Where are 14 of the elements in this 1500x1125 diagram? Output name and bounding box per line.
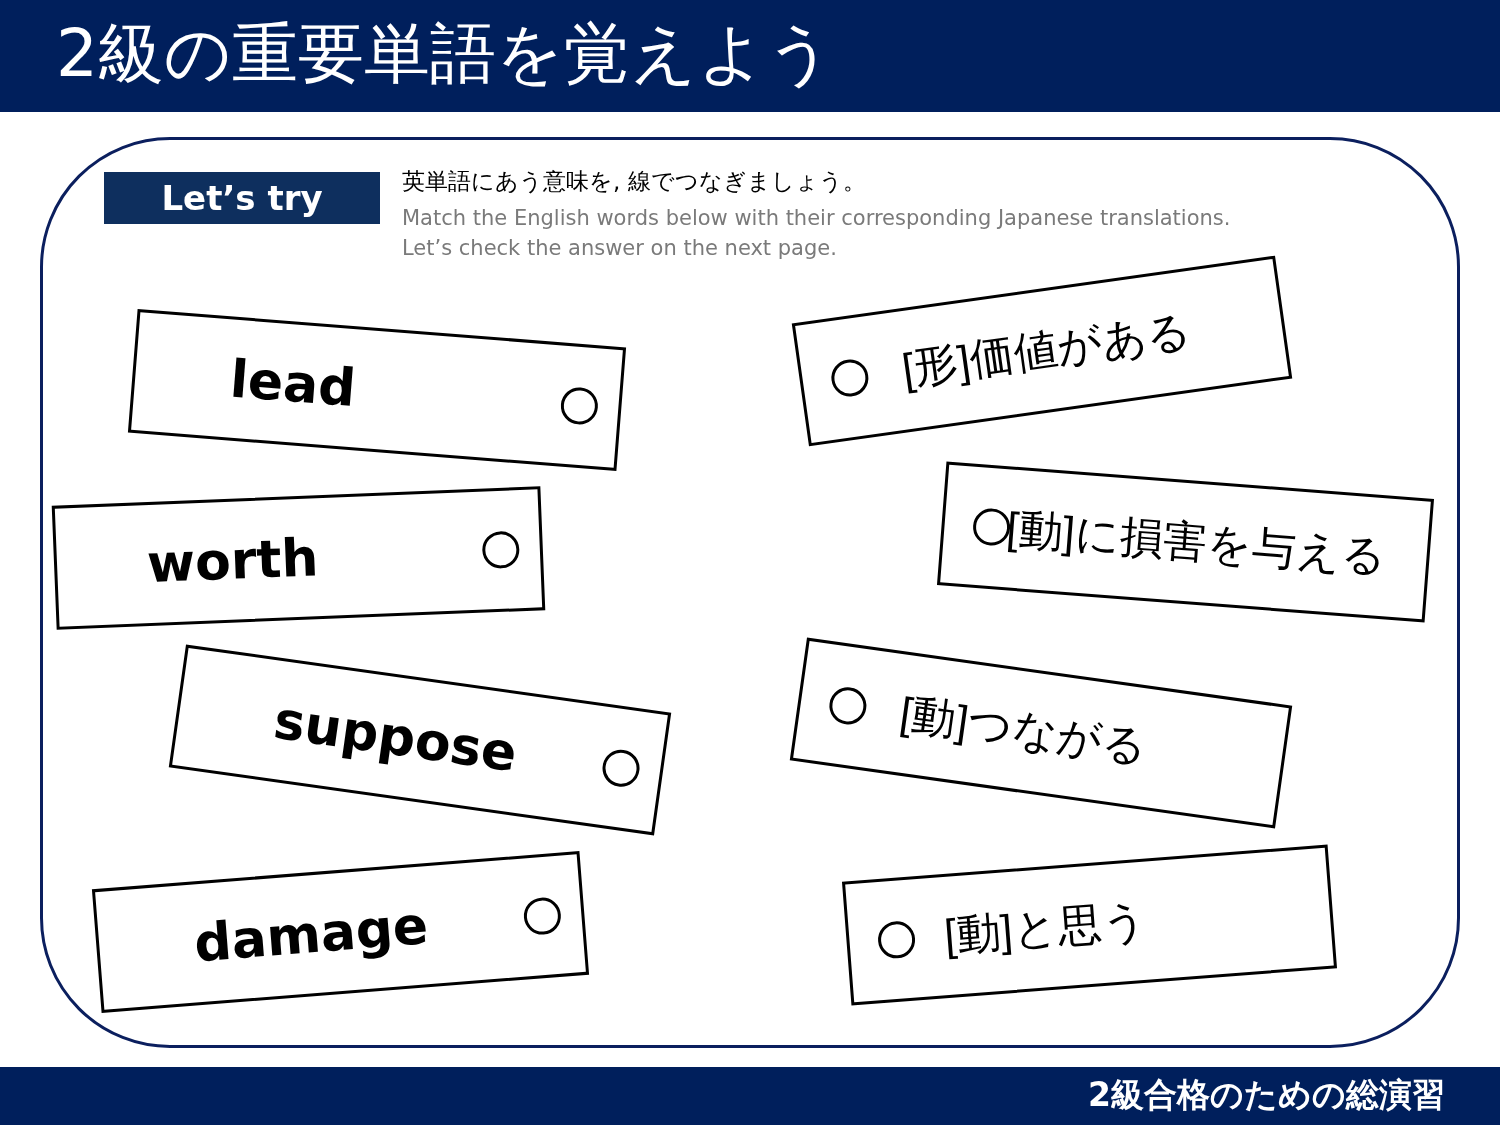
title-badge: Let’s try — [104, 172, 380, 224]
instruction-text: Match the English words below with their corresponding Japanese translations. — [402, 206, 1231, 230]
card-text: [動]に損害を与える — [1003, 501, 1388, 583]
card-text: damage — [191, 895, 430, 974]
instruction-text: 英単語にあう意味を, 線でつなぎましょう。 — [402, 167, 866, 196]
footer-title: 2級合格のための総演習 — [1088, 1074, 1445, 1116]
card-text: suppose — [270, 689, 521, 784]
instruction-text: Let’s check the answer on the next page. — [402, 236, 837, 260]
card-text: [形]価値がある — [898, 303, 1196, 396]
card-text: [動]つながる — [896, 687, 1151, 774]
card-text: [動]と思う — [941, 894, 1149, 962]
page-title: 2級の重要単語を覚えよう — [56, 14, 834, 94]
card-text: lead — [228, 348, 358, 419]
card-text: worth — [145, 527, 319, 595]
